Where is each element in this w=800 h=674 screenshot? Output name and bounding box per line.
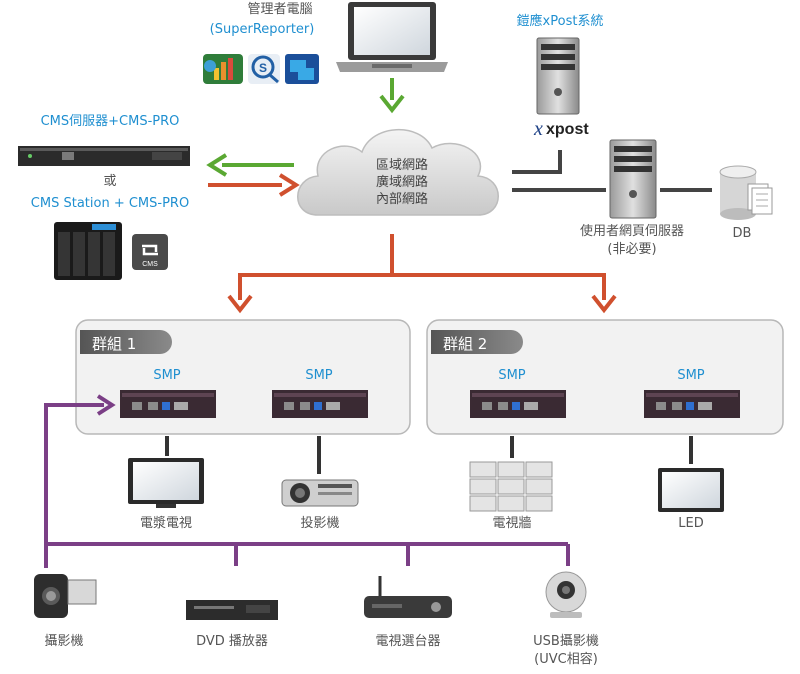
camcorder-icon: [34, 574, 97, 618]
usb-webcam-icon: [545, 571, 587, 618]
svg-text:x: x: [533, 118, 543, 140]
tv-tuner-icon: [364, 576, 452, 618]
group-1-title: 群組 1: [92, 335, 137, 353]
group-2-title: 群組 2: [443, 335, 488, 353]
cms-station-label: CMS Station + CMS-PRO: [30, 196, 190, 211]
input-usb-uvc-label: (UVC相容): [534, 652, 598, 667]
smp-device-icon: [644, 390, 740, 418]
input-usb-camera-label: USB攝影機: [533, 634, 599, 649]
cms-badge-text: CMS: [142, 261, 158, 268]
output-plasma-tv-label: 電漿電視: [139, 516, 193, 531]
web-server-label: 使用者網頁伺服器: [579, 224, 685, 239]
xpost-connector: [512, 150, 562, 174]
arrow-cms-to-cloud: [208, 173, 300, 197]
admin-title: 管理者電腦: [247, 2, 313, 17]
output-projector-label: 投影機: [300, 516, 340, 531]
xpost-server-tower-icon: [536, 37, 580, 115]
input-tv-tuner-label: 電視選台器: [375, 634, 441, 649]
cms-server-rack-icon: [18, 146, 190, 166]
smp-label: SMP: [677, 368, 705, 383]
admin-subtitle: (SuperReporter): [209, 22, 315, 37]
smp-device-icon: [120, 390, 216, 418]
smp-label: SMP: [305, 368, 333, 383]
projector-icon: [281, 479, 359, 507]
smp-label: SMP: [498, 368, 526, 383]
svg-text:S: S: [259, 61, 267, 75]
smp-device-icon: [272, 390, 368, 418]
led-display-icon: [658, 468, 724, 512]
input-dvd-label: DVD 播放器: [196, 634, 268, 649]
input-bus-lines: [44, 394, 570, 568]
cloud-line-1: 區域網路: [375, 158, 429, 173]
nas-station-icon: [54, 222, 122, 280]
network-cloud-icon: [297, 128, 499, 216]
video-wall-icon: [469, 461, 553, 512]
chart-app-icon: [203, 54, 243, 84]
cms-app-badge: CMS: [132, 234, 168, 270]
xpost-logo: x xpost: [533, 118, 589, 140]
xpost-title: 鎧應xPost系統: [516, 14, 604, 29]
smp-device-icon: [470, 390, 566, 418]
dvd-player-icon: [186, 600, 278, 620]
arrow-cloud-to-cms: [206, 153, 294, 177]
arrow-cloud-to-groups: [227, 234, 617, 314]
admin-laptop-icon: [336, 2, 448, 72]
db-label: DB: [732, 226, 752, 241]
web-server-tower-icon: [609, 139, 657, 219]
output-led-label: LED: [678, 516, 704, 531]
s-search-app-icon: S: [248, 54, 280, 84]
input-camcorder-label: 攝影機: [44, 634, 84, 649]
or-label: 或: [103, 174, 117, 189]
plasma-tv-icon: [128, 458, 204, 508]
cloud-line-2: 廣域網路: [375, 175, 429, 190]
output-video-wall-label: 電視牆: [492, 516, 532, 531]
database-icon: [719, 165, 773, 220]
arrow-laptop-to-cloud: [379, 78, 405, 114]
smp-label: SMP: [153, 368, 181, 383]
svg-text:xpost: xpost: [546, 121, 589, 138]
blue-app-icon: [285, 54, 319, 84]
cloud-line-3: 內部網路: [375, 192, 429, 207]
web-server-optional-label: (非必要): [607, 242, 657, 257]
cms-server-label: CMS伺服器+CMS-PRO: [40, 114, 180, 129]
